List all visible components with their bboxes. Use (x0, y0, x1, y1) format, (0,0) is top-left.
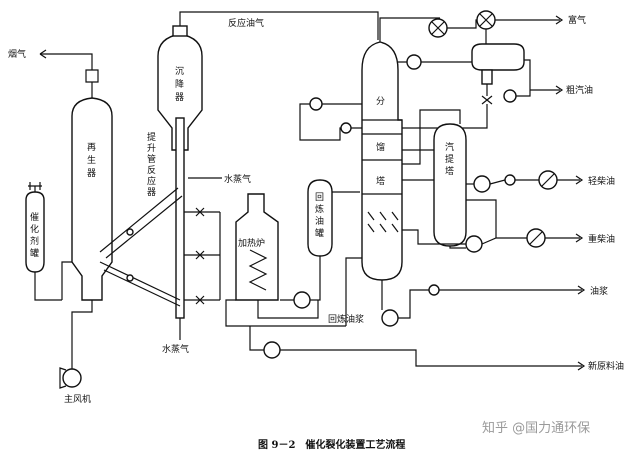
riser-reactor-label: 提 升 管 反 应 器 (147, 132, 159, 198)
settler-label: 沉 降 器 (175, 66, 187, 103)
riser-reactor (175, 117, 185, 319)
main-blower-label: 主风机 (64, 393, 91, 405)
overhead-drum (471, 43, 525, 85)
steam-bottom-label: 水蒸气 (162, 343, 189, 355)
fresh-feed-label: 新原料油 (588, 360, 624, 372)
watermark-text: 知乎 @国力通环保 (482, 420, 590, 436)
heating-furnace (235, 193, 279, 301)
steam-top-label: 水蒸气 (224, 173, 251, 185)
reaction-oil-gas-label: 反应油气 (228, 17, 264, 29)
recycle-pump-icon (293, 291, 311, 309)
slurry-pump-icon (381, 309, 399, 327)
catalyst-tank (25, 182, 45, 273)
feed-pump-icon (263, 341, 281, 359)
rich-gas-label: 富气 (568, 14, 586, 26)
fractionator-char-3: 塔 (376, 175, 385, 187)
regenerator-vessel (71, 97, 113, 301)
fractionator-char-2: 馏 (376, 141, 385, 153)
stripper-label: 汽 提 塔 (445, 141, 457, 177)
heavy-diesel-label: 重柴油 (588, 233, 615, 245)
flue-gas-label: 烟气 (8, 48, 26, 60)
figure-caption: 图 9－2 催化裂化装置工艺流程 (258, 438, 405, 451)
recycle-oil-tank (307, 179, 333, 257)
oil-slurry-label: 油浆 (590, 285, 608, 297)
heating-furnace-label: 加热炉 (238, 237, 265, 249)
catalyst-tank-label: 催 化 剂 罐 (30, 211, 42, 259)
light-diesel-label: 轻柴油 (588, 175, 615, 187)
recycle-tank-label: 回 炼 油 罐 (315, 192, 327, 239)
fractionator-column (361, 41, 403, 281)
fractionator-char-1: 分 (376, 96, 385, 107)
regenerator-label: 再 生 器 (87, 142, 99, 179)
main-blower-icon (62, 368, 82, 388)
crude-gasoline-label: 粗汽油 (566, 84, 593, 96)
